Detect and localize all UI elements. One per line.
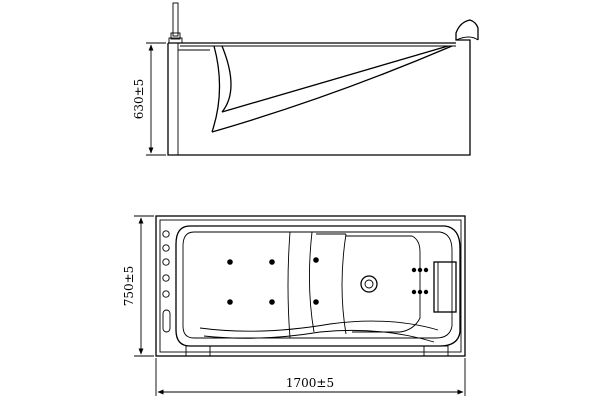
side-view-backrest bbox=[211, 45, 221, 133]
height-dimension: 630±5 bbox=[132, 42, 166, 156]
massage-jets bbox=[227, 257, 429, 305]
side-view-body bbox=[167, 19, 479, 156]
control-panel bbox=[162, 230, 171, 333]
top-view-outline bbox=[155, 215, 466, 357]
faucet-icon bbox=[168, 2, 183, 44]
length-dimension: 1700±5 bbox=[155, 358, 466, 396]
side-view bbox=[167, 2, 479, 156]
length-dimension-label: 1700±5 bbox=[286, 376, 334, 390]
width-dimension-label: 750±5 bbox=[122, 266, 136, 307]
headrest-pillow bbox=[433, 261, 457, 313]
height-dimension-label: 630±5 bbox=[132, 79, 146, 120]
top-view bbox=[155, 215, 466, 357]
width-dimension: 750±5 bbox=[122, 215, 154, 357]
drain-icon bbox=[360, 275, 378, 293]
top-view-basin bbox=[175, 225, 461, 347]
